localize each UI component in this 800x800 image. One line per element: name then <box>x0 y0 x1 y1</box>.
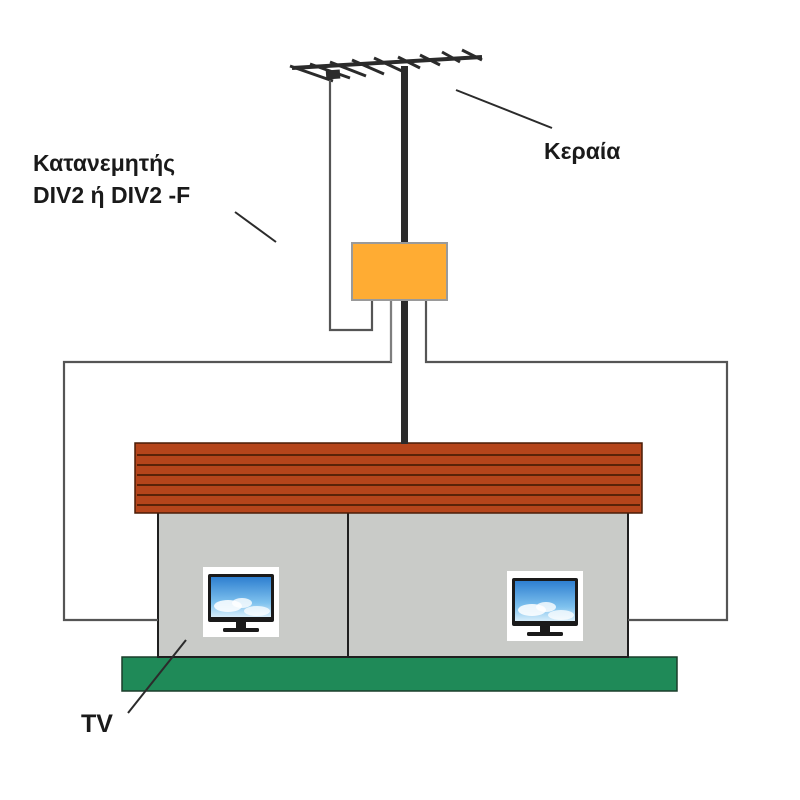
distributor-leader-line <box>234 211 277 243</box>
roof <box>134 442 643 514</box>
tv-icon <box>203 567 279 637</box>
distributor-label: Κατανεμητής DIV2 ή DIV2 -F <box>33 147 190 211</box>
splitter-box-icon <box>351 242 448 301</box>
tv-label: TV <box>81 710 113 738</box>
distributor-label-line1: Κατανεμητής <box>33 150 176 176</box>
antenna-leader-line <box>455 89 553 129</box>
tv-leader-line <box>127 639 187 714</box>
ground-slab <box>121 656 678 692</box>
antenna-to-splitter-cable <box>328 80 374 332</box>
antenna-label: Κεραία <box>544 138 621 164</box>
splitter-to-right-tv-cable <box>424 301 729 622</box>
distributor-label-line2: DIV2 ή DIV2 -F <box>33 182 191 208</box>
tv-icon <box>507 571 583 641</box>
yagi-antenna-icon <box>289 48 483 83</box>
